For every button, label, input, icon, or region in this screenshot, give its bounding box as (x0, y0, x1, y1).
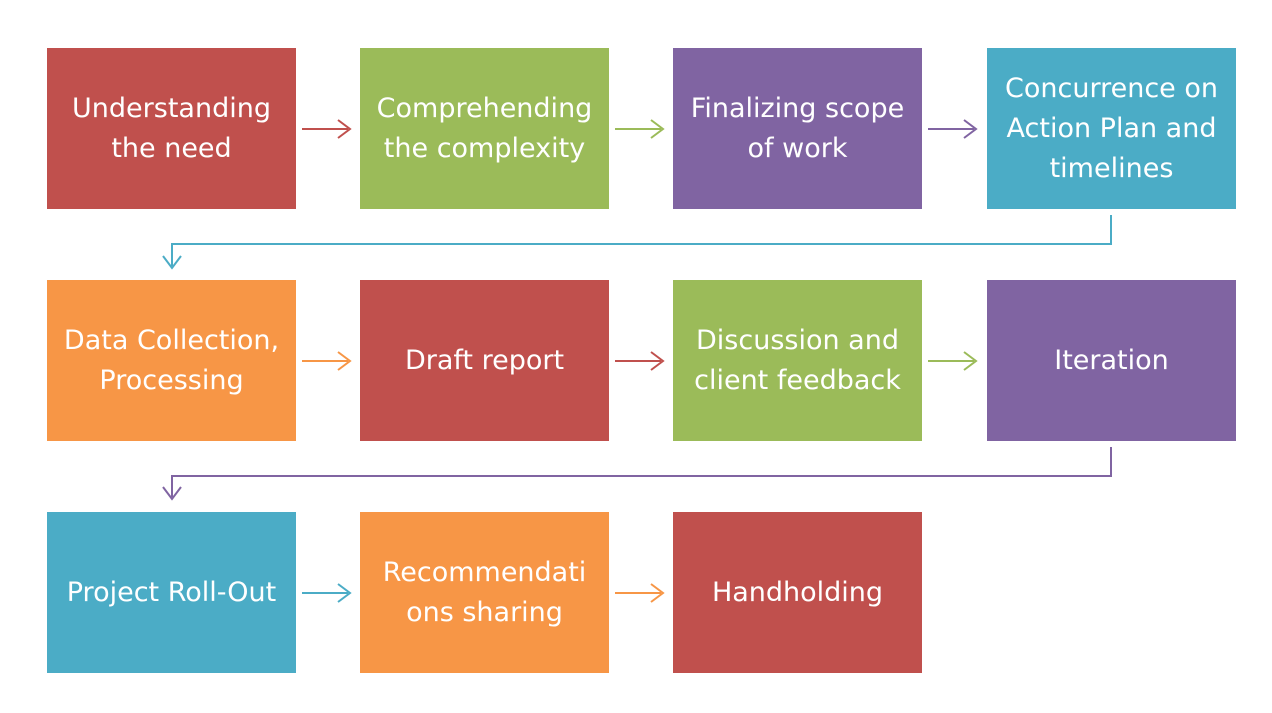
arrow-step-7-to-8 (928, 351, 978, 371)
step-finalizing-scope-of-work: Finalizing scope of work (673, 48, 922, 209)
step-project-roll-out: Project Roll-Out (47, 512, 296, 673)
arrow-step-3-to-4 (928, 119, 978, 139)
step-data-collection-processing: Data Collection, Processing (47, 280, 296, 441)
arrow-step-9-to-10 (302, 583, 352, 603)
arrow-step-5-to-6 (302, 351, 352, 371)
arrow-step-6-to-7 (615, 351, 665, 371)
arrow-step-8-to-9 (162, 447, 1112, 501)
step-comprehending-the-complexity: Comprehending the complexity (360, 48, 609, 209)
step-recommendations-sharing: Recommendati ons sharing (360, 512, 609, 673)
step-discussion-and-client-feedback: Discussion and client feedback (673, 280, 922, 441)
arrow-step-4-to-5 (162, 215, 1112, 270)
step-iteration: Iteration (987, 280, 1236, 441)
arrow-step-2-to-3 (615, 119, 665, 139)
step-handholding: Handholding (673, 512, 922, 673)
step-understanding-the-need: Understanding the need (47, 48, 296, 209)
arrow-step-10-to-11 (615, 583, 665, 603)
step-concurrence-on-action-plan: Concurrence on Action Plan and timelines (987, 48, 1236, 209)
step-draft-report: Draft report (360, 280, 609, 441)
arrow-step-1-to-2 (302, 119, 352, 139)
